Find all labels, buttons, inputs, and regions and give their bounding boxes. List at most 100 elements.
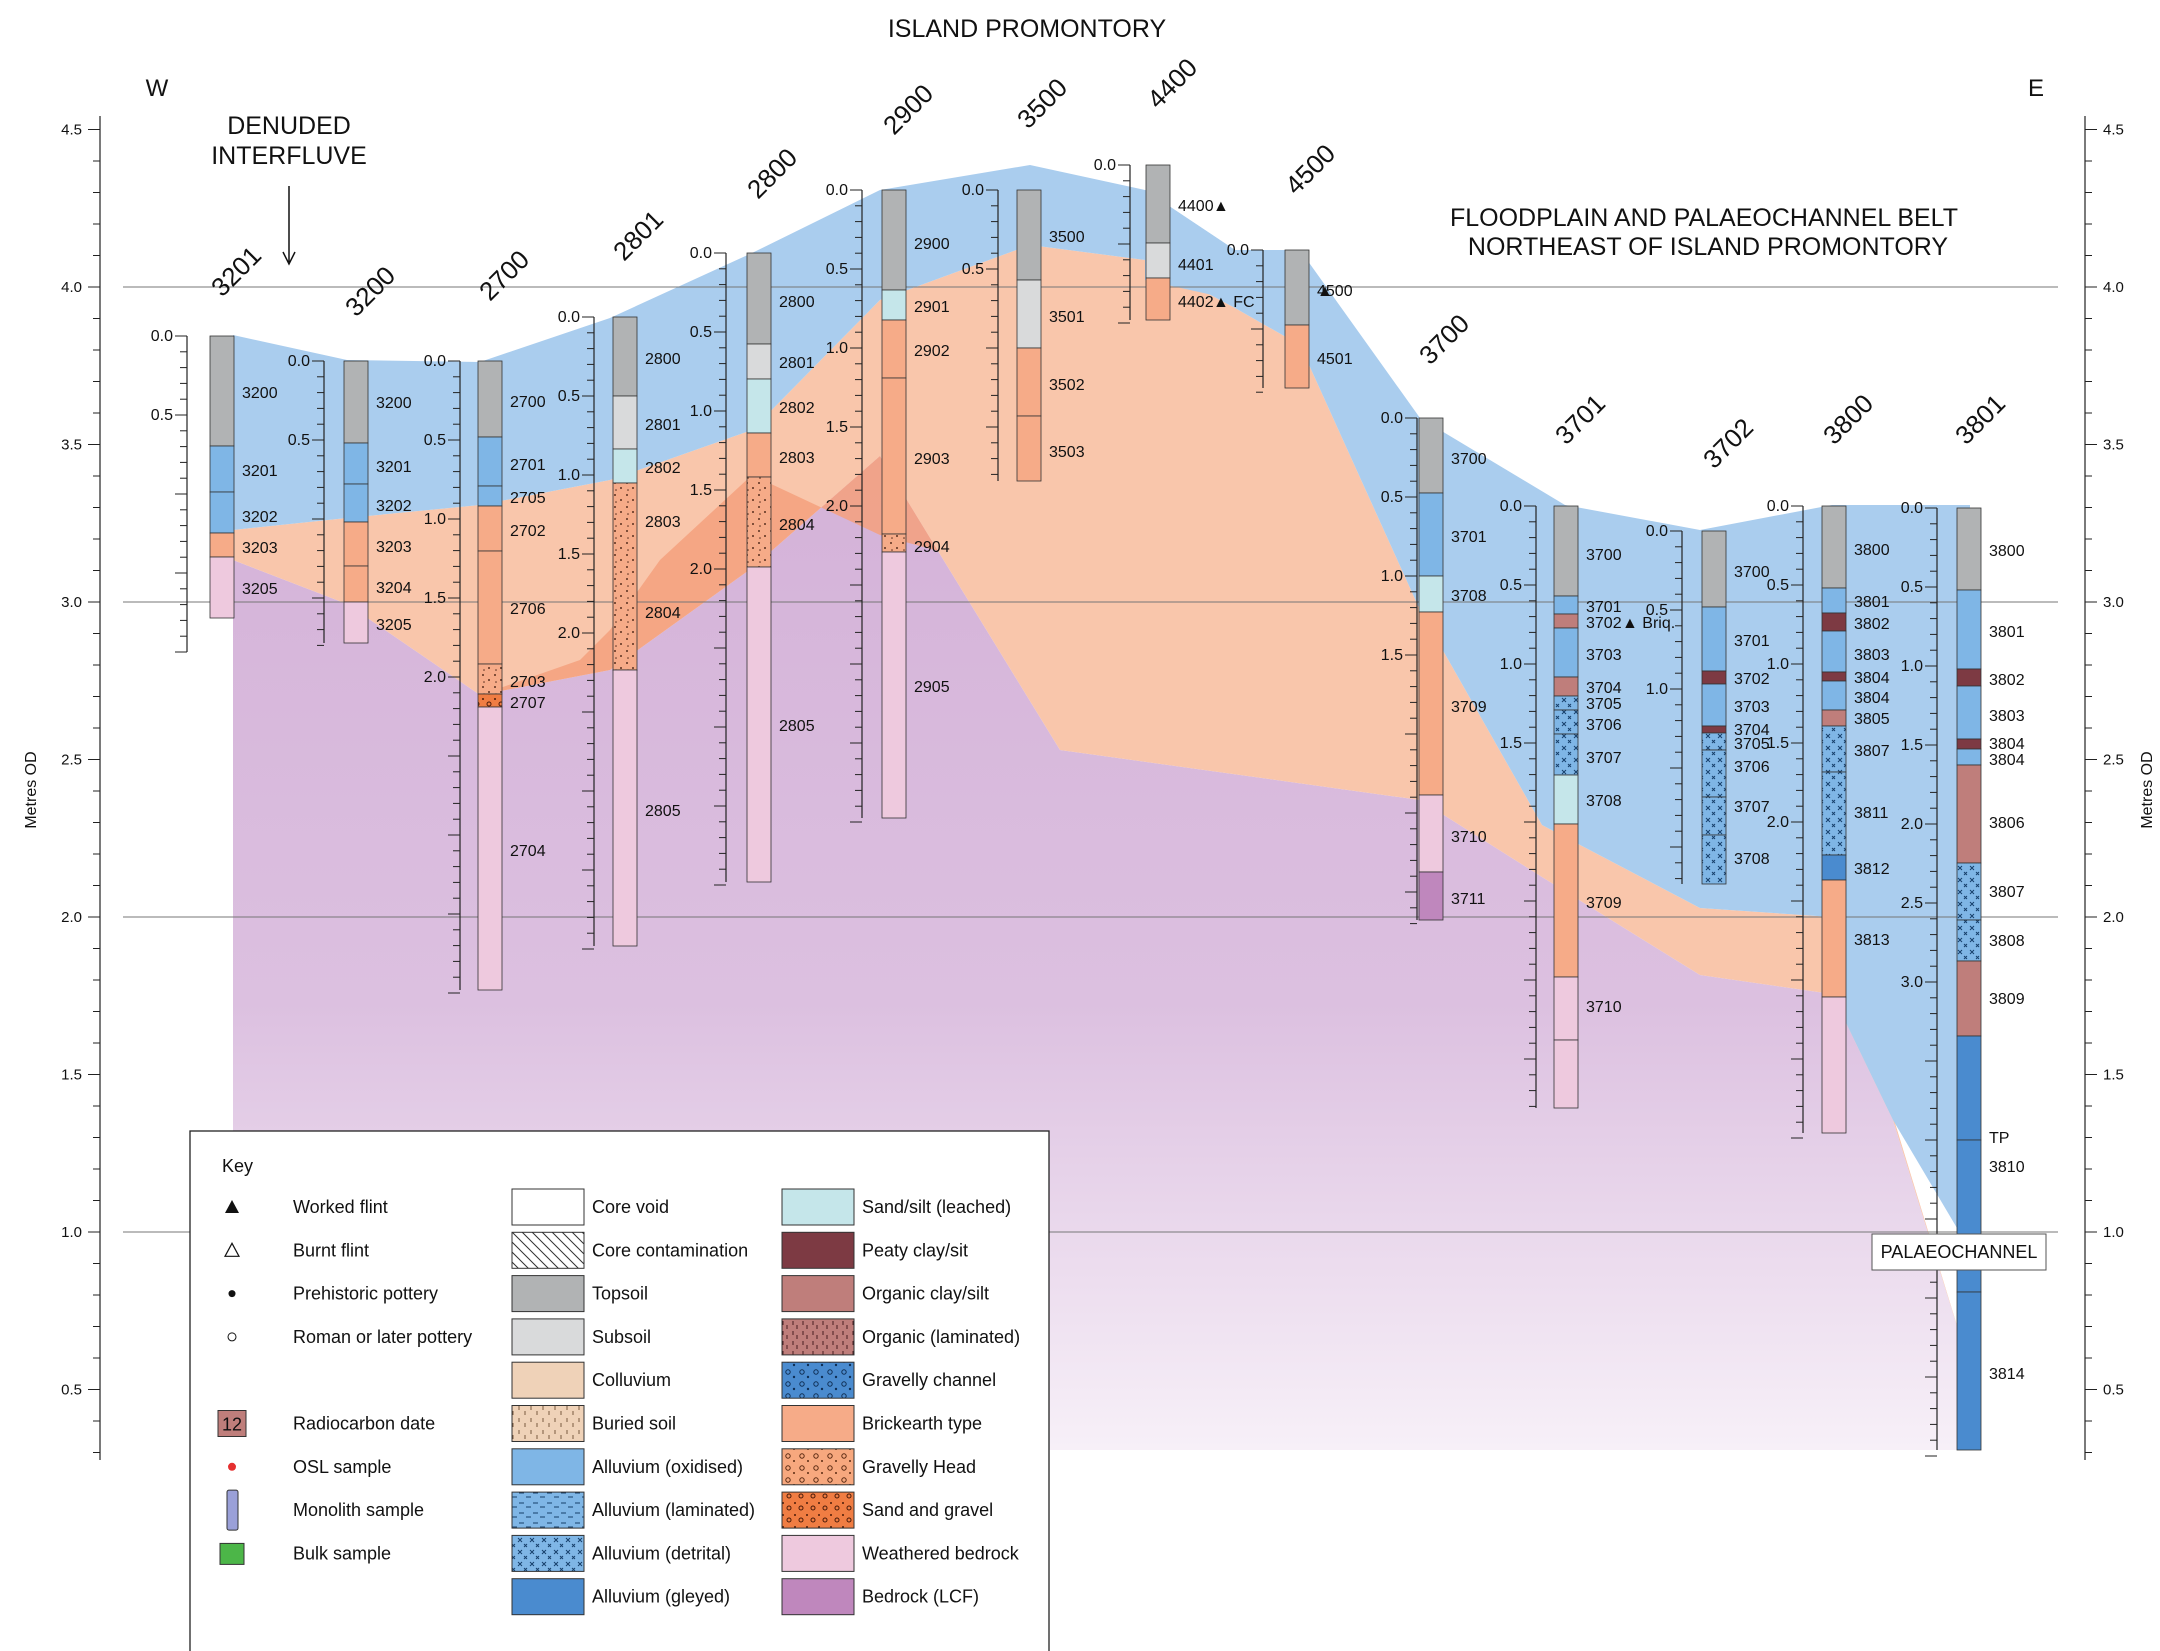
- find-note: ▲ FC: [1213, 294, 1255, 311]
- unit-label: 3800: [1854, 542, 1890, 559]
- core-layer: [477, 663, 503, 695]
- unit-label: 3202: [242, 509, 278, 526]
- key-swatch: [511, 1231, 585, 1269]
- core-layer: [1553, 709, 1579, 735]
- core-layer: [1553, 613, 1579, 629]
- unit-label: 2703: [510, 674, 546, 691]
- core-depth-label: 1.5: [1767, 735, 1789, 752]
- core-layer: [612, 448, 638, 484]
- unit-label: 2705: [510, 490, 546, 507]
- unit-label: 2800: [779, 294, 815, 311]
- key-swatch: [781, 1578, 855, 1616]
- unit-label: 2802: [645, 460, 681, 477]
- key-swatch-label: Sand/silt (leached): [862, 1197, 1011, 1217]
- key-swatch: [511, 1534, 585, 1572]
- core-layer: [1553, 774, 1579, 825]
- core-layer: [612, 316, 638, 397]
- unit-label: 2803: [645, 514, 681, 531]
- unit-label: 3802: [1854, 616, 1890, 633]
- core-layer: [881, 377, 907, 535]
- axis-tick-label: 2.5: [2103, 752, 2124, 769]
- find-note: ▲: [1317, 283, 1333, 300]
- unit-label: 3500: [1049, 229, 1085, 246]
- key-swatch: [781, 1448, 855, 1486]
- key-swatch-label: Subsoil: [592, 1327, 651, 1347]
- unit-label: 2802: [779, 400, 815, 417]
- core-layer: [209, 556, 235, 619]
- unit-label: 3200: [376, 395, 412, 412]
- unit-label: 3803: [1854, 647, 1890, 664]
- core-id-label: 3702: [1697, 412, 1759, 474]
- core-layer: [1553, 676, 1579, 697]
- core-depth-label: 0.0: [1767, 498, 1789, 515]
- right-axis: 4.54.03.53.02.52.01.51.00.5: [2084, 116, 2124, 1460]
- core-layer: [746, 378, 772, 434]
- core-depth-label: 1.0: [1901, 658, 1923, 675]
- unit-label: 2706: [510, 601, 546, 618]
- core-id-label: 4500: [1279, 138, 1341, 200]
- unit-label: 2803: [779, 450, 815, 467]
- core-depth-label: 0.5: [288, 432, 310, 449]
- key-swatch-label: Sand and gravel: [862, 1500, 993, 1520]
- core-layer: [1821, 587, 1847, 614]
- core-layer: [746, 566, 772, 883]
- unit-label: 2905: [914, 679, 950, 696]
- unit-label: 3701: [1586, 599, 1622, 616]
- core-depth-label: 0.0: [558, 309, 580, 326]
- unit-label: 3803: [1989, 708, 2025, 725]
- unit-label: 3201: [376, 459, 412, 476]
- core-depth-label: 0.5: [826, 261, 848, 278]
- core-layer: [746, 252, 772, 345]
- left-axis: 4.54.03.53.02.52.01.51.00.5: [61, 116, 101, 1460]
- core-layer: [477, 505, 503, 552]
- unit-label: 2805: [645, 803, 681, 820]
- unit-label: 3807: [1989, 884, 2025, 901]
- core-layer: [477, 360, 503, 438]
- core-layer: [209, 532, 235, 558]
- core-depth-label: 0.0: [1500, 498, 1522, 515]
- core-layer: [1701, 796, 1727, 836]
- core-depth-label: 1.5: [1381, 647, 1403, 664]
- key-swatch: [781, 1491, 855, 1529]
- unit-label: 3807: [1854, 743, 1890, 760]
- west-label: W: [146, 75, 169, 102]
- interfluve-arrow: [282, 186, 296, 266]
- key-swatch: [511, 1188, 585, 1226]
- core-layer: [1821, 680, 1847, 711]
- unit-label: 4501: [1317, 351, 1353, 368]
- unit-label: 3708: [1734, 851, 1770, 868]
- key-swatch-label: Buried soil: [592, 1414, 676, 1434]
- key-swatch-label: Core contamination: [592, 1240, 748, 1260]
- key-swatch-label: Organic (laminated): [862, 1327, 1020, 1347]
- core-layer: [1284, 249, 1310, 326]
- core-layer: [1553, 595, 1579, 615]
- core-layer: [881, 551, 907, 819]
- axis-tick-label: 3.0: [61, 594, 82, 611]
- unit-label: 3700: [1734, 564, 1770, 581]
- unit-label: 2704: [510, 843, 546, 860]
- topsoil-band-core4400: [1145, 190, 1300, 300]
- unit-label: 3810: [1989, 1159, 2025, 1176]
- monolith-sample-icon: [226, 1489, 239, 1531]
- unit-label: 3711: [1451, 891, 1486, 908]
- core-layer: [477, 436, 503, 487]
- core-depth-label: 0.0: [424, 353, 446, 370]
- floodplain-label-2: NORTHEAST OF ISLAND PROMONTORY: [1468, 233, 1949, 261]
- core-layer: [881, 319, 907, 379]
- core-layer: [209, 445, 235, 493]
- unit-label: 2904: [914, 539, 950, 556]
- core-depth-label: 1.0: [1767, 656, 1789, 673]
- core-depth-label: 0.5: [1646, 602, 1668, 619]
- core-depth-label: 1.5: [1901, 737, 1923, 754]
- core-layer: [1956, 589, 1982, 670]
- core-layer: [1016, 279, 1042, 349]
- core-id-label: 3500: [1011, 72, 1073, 134]
- core-layer: [1821, 996, 1847, 1134]
- unit-label: 2801: [645, 417, 681, 434]
- core-id-label: 3700: [1413, 308, 1475, 370]
- core-depth-label: 0.0: [151, 328, 173, 345]
- unit-label: 4401: [1178, 257, 1214, 274]
